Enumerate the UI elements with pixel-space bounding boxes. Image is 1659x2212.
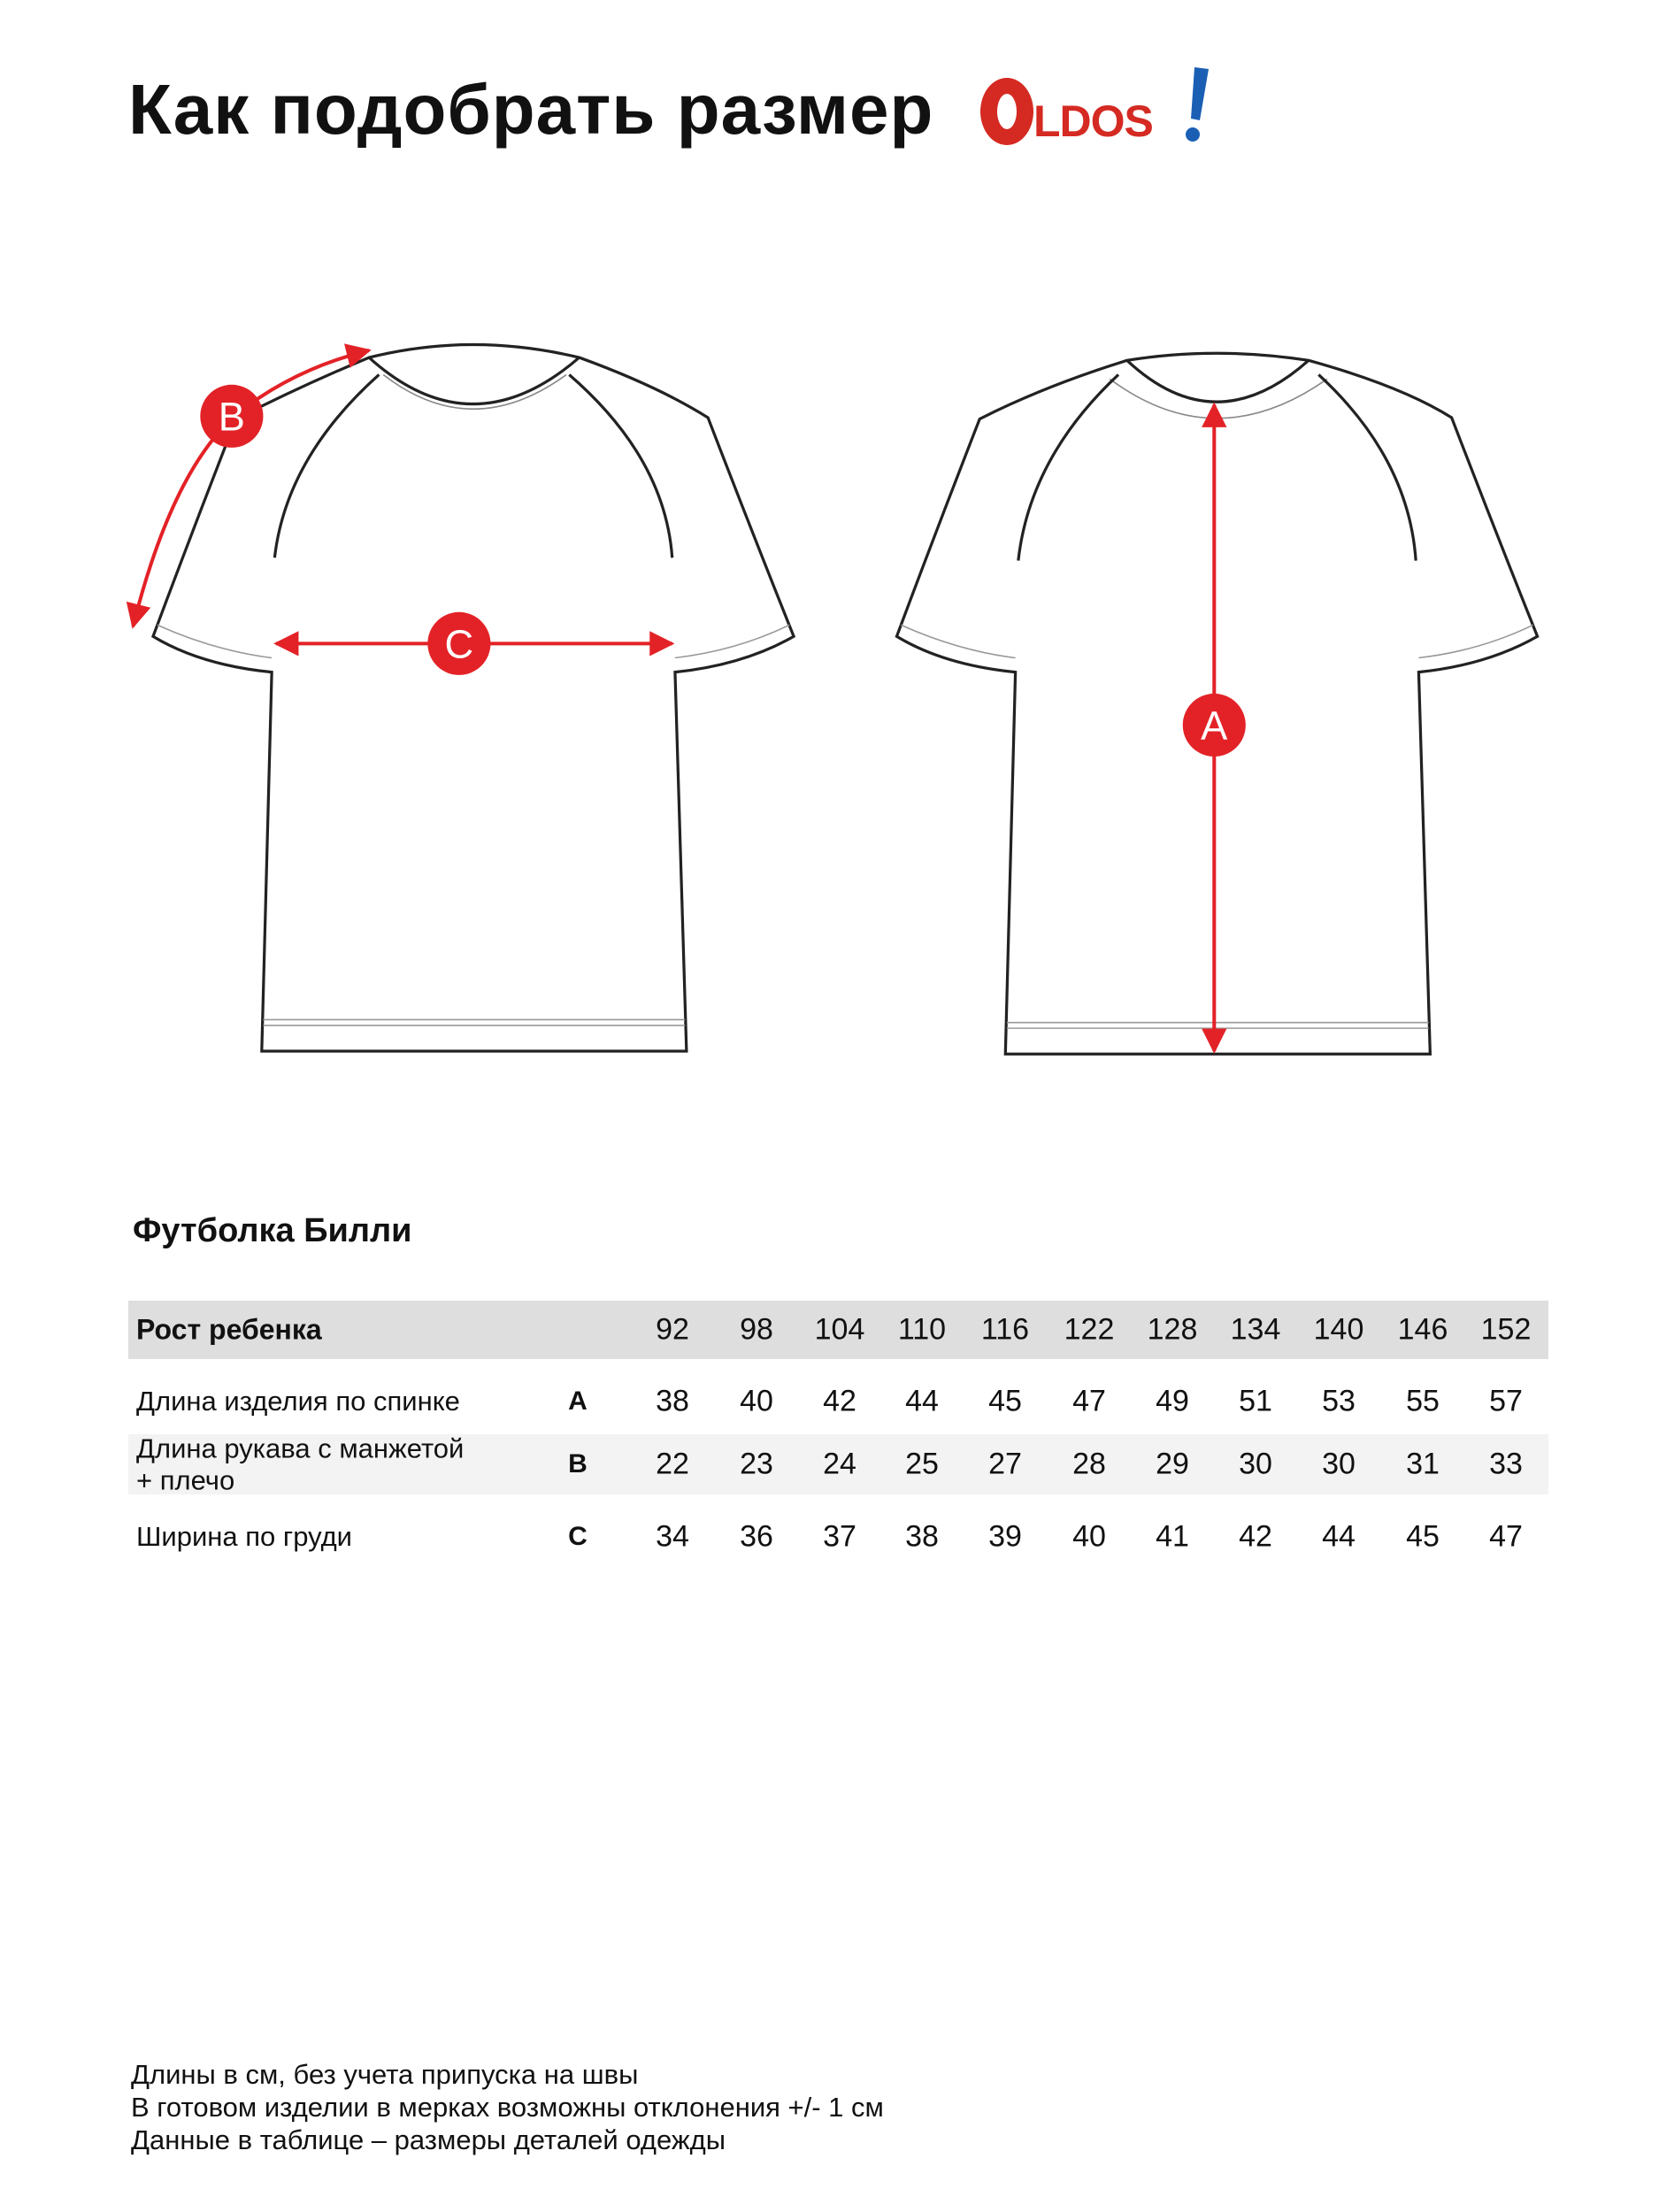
measure-a-arrow: A	[1182, 402, 1246, 1054]
table-cell: 42	[1239, 1519, 1272, 1554]
svg-text:C: C	[445, 622, 474, 667]
svg-text:A: A	[1201, 703, 1228, 749]
table-cell: 47	[1072, 1384, 1106, 1418]
product-title: Футболка Билли	[133, 1212, 412, 1249]
footer-note: Данные в таблице – размеры деталей одежд…	[131, 2124, 726, 2155]
size-header: 134	[1230, 1312, 1281, 1347]
table-cell: 24	[823, 1447, 856, 1481]
row-label: Ширина по груди	[136, 1521, 352, 1553]
table-cell: 55	[1406, 1384, 1440, 1418]
size-header: 104	[814, 1312, 865, 1347]
table-cell: 47	[1489, 1519, 1523, 1554]
table-cell: 40	[740, 1384, 773, 1418]
row-code: A	[568, 1386, 588, 1416]
table-cell: 27	[988, 1447, 1022, 1481]
table-cell: 37	[823, 1519, 856, 1554]
table-cell: 38	[905, 1519, 939, 1554]
table-cell: 23	[740, 1447, 773, 1481]
row-code: B	[568, 1449, 588, 1479]
table-cell: 29	[1156, 1447, 1189, 1481]
footer-note: В готовом изделии в мерках возможны откл…	[131, 2092, 884, 2123]
row-label-line: Ширина по груди	[136, 1521, 352, 1553]
row-label: Длина рукава с манжетой+ плечо	[136, 1432, 464, 1495]
table-cell: 57	[1489, 1384, 1523, 1418]
footer-note: Длины в см, без учета припуска на швы	[131, 2059, 639, 2090]
size-header: 122	[1064, 1312, 1115, 1347]
size-header: 152	[1480, 1312, 1532, 1347]
row-code: C	[568, 1522, 588, 1551]
table-header-label: Рост ребенка	[136, 1313, 322, 1346]
size-header: 92	[656, 1312, 689, 1347]
footer-notes: Длины в см, без учета припуска на швы В …	[131, 2058, 884, 2156]
table-cell: 53	[1322, 1384, 1356, 1418]
table-cell: 40	[1072, 1519, 1106, 1554]
size-header: 146	[1397, 1312, 1448, 1347]
table-cell: 31	[1406, 1447, 1440, 1481]
row-label-line: + плечо	[136, 1464, 235, 1495]
table-cell: 45	[1406, 1519, 1440, 1554]
table-cell: 33	[1489, 1447, 1523, 1481]
size-header: 116	[980, 1312, 1030, 1347]
tshirt-front	[151, 342, 796, 1053]
svg-text:B: B	[219, 395, 245, 440]
size-header: 128	[1147, 1312, 1198, 1347]
table-cell: 36	[740, 1519, 773, 1554]
row-label: Длина изделия по спинке	[136, 1386, 460, 1417]
page-title: Как подобрать размер	[128, 70, 934, 149]
row-label-line: Длина рукава с манжетой	[136, 1432, 465, 1464]
size-header: 140	[1313, 1312, 1364, 1347]
table-cell: 41	[1156, 1519, 1189, 1554]
table-cell: 45	[988, 1384, 1022, 1418]
oldos-logo: LDOS	[980, 67, 1209, 146]
table-alt-band	[128, 1434, 1548, 1494]
table-cell: 44	[1322, 1519, 1356, 1554]
table-cell: 22	[656, 1447, 689, 1481]
table-cell: 28	[1072, 1447, 1106, 1481]
table-cell: 30	[1239, 1447, 1272, 1481]
table-header-band	[128, 1301, 1548, 1359]
table-cell: 34	[656, 1519, 689, 1554]
table-cell: 49	[1156, 1384, 1189, 1418]
table-cell: 44	[905, 1384, 939, 1418]
size-header: 98	[740, 1312, 773, 1347]
row-label-line: Длина изделия по спинке	[136, 1386, 460, 1417]
tshirt-illustration: B C A	[126, 342, 1540, 1056]
table-cell: 42	[823, 1384, 856, 1418]
svg-text:LDOS: LDOS	[1033, 96, 1153, 146]
table-cell: 51	[1239, 1384, 1272, 1418]
size-header: 110	[897, 1312, 947, 1347]
table-cell: 30	[1322, 1447, 1356, 1481]
table-cell: 39	[988, 1519, 1022, 1554]
measure-c-arrow: C	[273, 611, 675, 675]
table-cell: 25	[905, 1447, 939, 1481]
measure-b-arrow: B	[126, 343, 372, 629]
table-cell: 38	[656, 1384, 689, 1418]
